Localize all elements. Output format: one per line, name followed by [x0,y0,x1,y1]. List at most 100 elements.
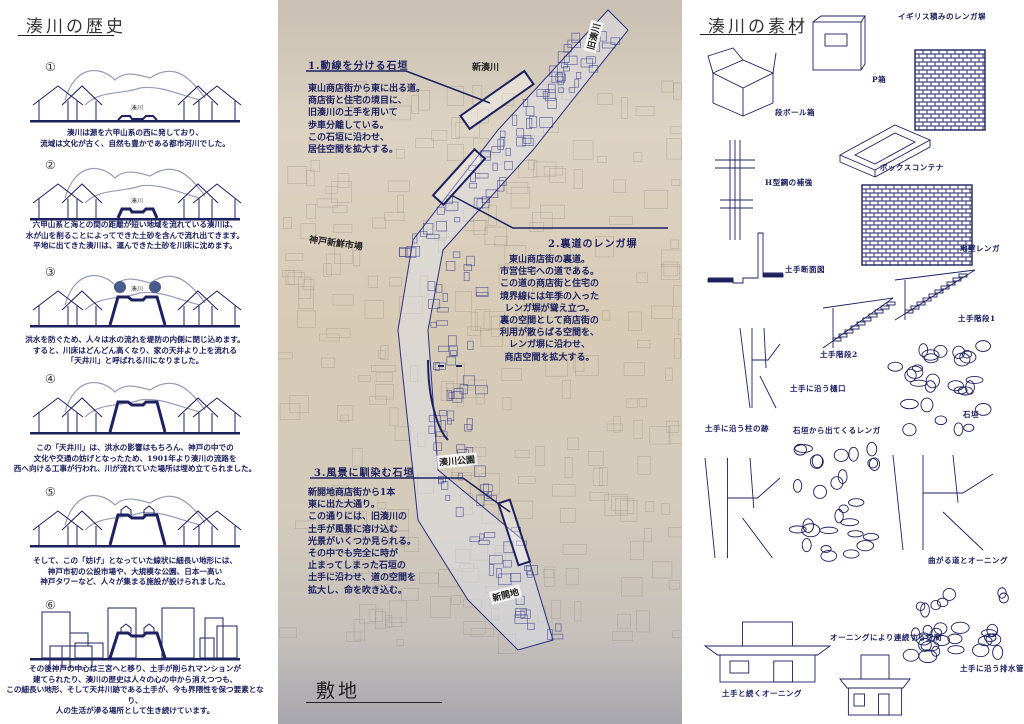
map-building [551,633,564,640]
map-block [279,627,297,639]
map-building [480,484,493,492]
leader-line-1 [306,70,491,104]
map-building [463,264,472,271]
map-block [332,294,354,306]
map-building [446,410,455,422]
map-block [672,630,682,639]
highlight-box-3 [497,498,532,567]
map-building [548,83,556,93]
map-block [348,107,373,130]
map-building [428,299,441,309]
map-block [673,82,682,100]
map-block [510,186,531,209]
map-block [491,315,500,337]
map-building [399,247,407,257]
map-block [455,122,480,138]
map-block [626,398,638,408]
map-building [525,106,535,116]
map-block [451,117,460,139]
map-building [446,390,452,401]
map-block [289,395,309,414]
map-block [419,572,440,584]
map-block [334,246,353,264]
map-block [396,148,405,159]
map-block [599,467,608,486]
material-label: 土手断面図 [785,265,825,274]
map-block [396,638,404,646]
river-label: 湊川 [131,197,143,205]
map-block [306,170,315,187]
map-block [666,138,682,160]
map-block [597,156,607,163]
map-block [346,510,367,529]
map-block [660,264,681,280]
map-block [431,130,448,141]
step-caption: そして、この「妨げ」となっていた線状に細長い地形には、 神戸市初の公設市場や、大… [33,556,237,586]
map-block [337,173,350,188]
map-building [423,222,434,235]
map-building [445,495,451,501]
map-block [308,141,319,149]
map-block [570,258,578,274]
map-block [562,544,587,555]
map-block [399,296,423,314]
note-2-heading: 2.裏道のレンガ塀 [548,239,638,250]
map-block [297,310,316,328]
map-building [558,87,564,93]
map-block [337,405,354,421]
map-building [436,206,445,215]
map-block [325,186,338,194]
history-title-underline [18,35,114,36]
map-building [438,345,449,352]
map-block [331,181,352,203]
site-map-panel: 新湊川 旧湊川 神戸新鮮市場 湊川公園 新開地 1.動線を分ける石垣 東山商店街… [278,0,682,724]
map-block [483,311,505,331]
material-sketch-section [707,232,784,284]
map-block [462,621,486,635]
map-block [387,617,403,627]
map-building [526,117,533,130]
material-label: イギリス積みのレンガ塀 [898,12,986,21]
map-block [298,276,312,299]
map-building [466,418,473,430]
map-block [389,277,402,287]
map-building [485,189,499,198]
map-building [452,251,461,259]
map-block [446,86,464,106]
site-title: 敷地 [316,680,361,702]
map-block [465,220,487,232]
map-block [353,250,361,267]
map-block [589,492,609,501]
map-block [630,540,644,560]
map-building [557,72,563,82]
step-caption: 洪水を防ぐため、人々は水の流れを堤防の内側に閉じ込めます。 すると、川床はどんど… [25,335,245,365]
note-1-body: 東山商店街から東に出る道。 商店街と住宅の境目に、 旧湊川の土手を用いて 歩車分… [308,84,426,156]
map-block [543,569,554,579]
map-block [633,420,643,439]
map-block [455,290,472,312]
map-block [459,563,474,572]
map-block [388,530,410,547]
map-building [497,138,504,150]
map-block [514,449,531,458]
map-building [406,246,420,257]
map-block [535,446,546,466]
river-label: 湊川 [131,104,143,112]
site-title-underline [306,702,442,703]
material-label: 段ボール箱 [775,108,815,117]
map-block [417,473,434,494]
map-block [447,144,464,161]
map-building [499,130,506,138]
map-block [353,558,370,574]
step-number: ④ [45,372,56,386]
section-diagram-5 [30,494,242,548]
map-building [524,565,532,572]
map-block [604,493,628,516]
map-building [489,555,503,565]
map-block [497,634,516,654]
map-block [564,457,573,478]
map-block [285,270,295,285]
map-block [550,245,571,258]
map-building [478,539,490,545]
map-block [377,502,386,510]
